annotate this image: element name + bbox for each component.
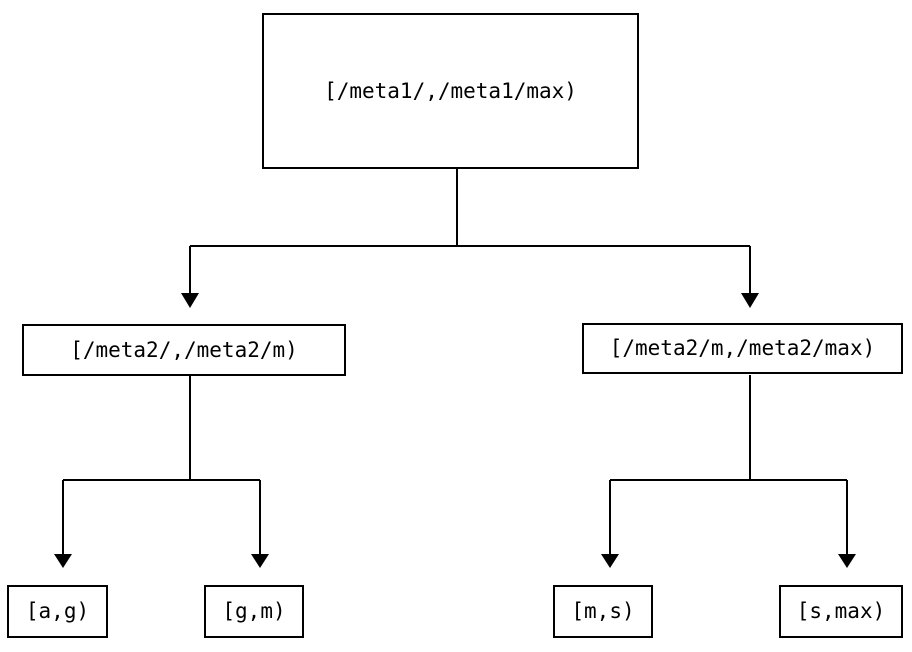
node-right-child: [/meta2/m,/meta2/max): [582, 323, 903, 374]
node-leaf-ag: [a,g): [7, 585, 108, 638]
arrow-down-icon: [601, 554, 619, 568]
node-leaf-ms-label: [m,s): [571, 599, 635, 623]
node-leaf-ms: [m,s): [553, 585, 653, 638]
arrow-down-icon: [54, 554, 72, 568]
connector-left-to-leaves: [62, 376, 261, 554]
arrow-down-icon: [838, 554, 856, 568]
node-leaf-gm: [g,m): [204, 585, 304, 638]
node-leaf-gm-label: [g,m): [222, 599, 286, 623]
connector-right-to-leaves: [609, 375, 848, 554]
arrow-down-icon: [181, 293, 199, 308]
node-root-label: [/meta1/,/meta1/max): [324, 78, 577, 103]
node-left-child-label: [/meta2/,/meta2/m): [70, 337, 298, 362]
node-left-child: [/meta2/,/meta2/m): [22, 324, 346, 376]
connector-root-to-children: [189, 168, 751, 293]
arrow-down-icon: [741, 293, 759, 308]
node-leaf-smax-label: [s,max): [796, 599, 886, 623]
node-leaf-ag-label: [a,g): [25, 599, 90, 623]
arrow-down-icon: [251, 554, 269, 568]
node-root: [/meta1/,/meta1/max): [262, 13, 639, 169]
node-leaf-smax: [s,max): [779, 585, 903, 638]
node-right-child-label: [/meta2/m,/meta2/max): [609, 336, 876, 360]
arrowheads: [54, 293, 856, 568]
